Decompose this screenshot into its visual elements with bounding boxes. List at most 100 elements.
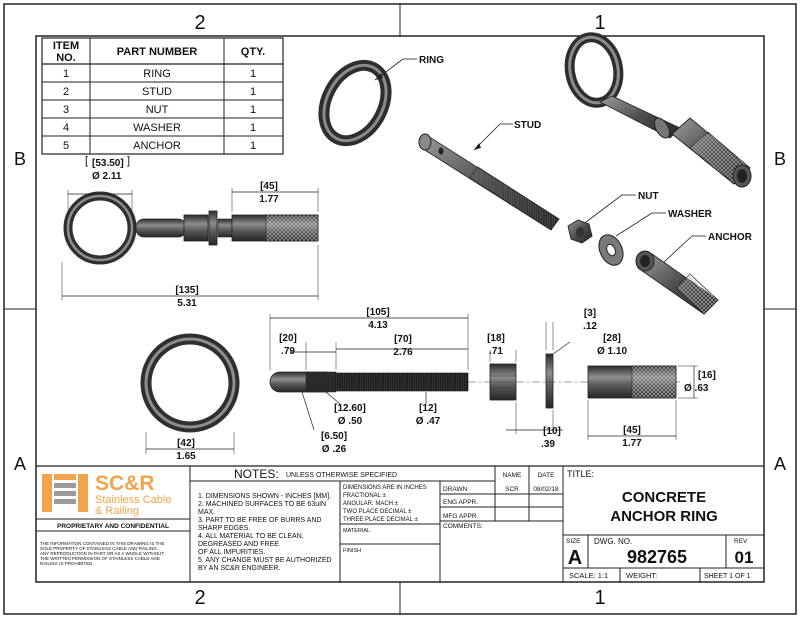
tol-line-1: DIMENSIONS ARE IN INCHES bbox=[343, 485, 427, 491]
notes-subtitle: UNLESS OTHERWISE SPECIFIED bbox=[286, 472, 397, 479]
note-line-8: OF ALL IMPURITIES. bbox=[198, 549, 265, 556]
assembled-iso-view bbox=[564, 32, 752, 188]
dim-anchor-mm: [45] bbox=[623, 425, 641, 436]
dim-nut-washer-gap: [10] .39 bbox=[506, 402, 563, 450]
disclaimer-line-2: SOLE PROPERTY OF STAINLESS CABLE AND RAI… bbox=[40, 546, 158, 551]
bom-row-1-part: RING bbox=[143, 68, 171, 80]
dim-overall-in: 5.31 bbox=[177, 298, 197, 309]
drawing-title-2: ANCHOR RING bbox=[610, 508, 718, 525]
callout-ring-label: RING bbox=[419, 55, 444, 66]
size-label: SIZE bbox=[566, 538, 581, 545]
title-block: SC&R Stainless Cable & Railing PROPRIETA… bbox=[36, 465, 764, 582]
note-line-1: 1. DIMENSIONS SHOWN - INCHES [MM]. bbox=[198, 493, 331, 500]
ring-front-view: [42] 1.65 bbox=[140, 333, 240, 462]
disclaimer-line-4: THE WRITTEN PERMISSION OF STAINLESS CABL… bbox=[40, 556, 161, 561]
drawn-date: 08/02/18 bbox=[533, 486, 559, 493]
dim-anchor-len-in: 1.77 bbox=[259, 194, 279, 205]
logo-tagline-2: & Railing bbox=[95, 505, 139, 517]
side-stud-head bbox=[135, 218, 187, 238]
eng-appr-label: ENG APPR. bbox=[443, 499, 478, 506]
zone-bottom-2: 2 bbox=[194, 587, 205, 609]
dim-gap-mm: [10] bbox=[543, 426, 561, 437]
logo-tagline-1: Stainless Cable bbox=[95, 494, 171, 506]
bom-row-4-qty: 1 bbox=[250, 122, 256, 134]
bom-row-4-part: WASHER bbox=[133, 122, 181, 134]
size-value: A bbox=[568, 547, 582, 569]
dim-bracket-open: [ bbox=[85, 155, 88, 167]
drawing-title-1: CONCRETE bbox=[622, 489, 706, 506]
callout-washer-label: WASHER bbox=[668, 209, 713, 220]
dwg-no-label: DWG. NO. bbox=[594, 537, 632, 546]
dim-ring-front-in: 1.65 bbox=[176, 451, 196, 462]
bom-row-3-item: 3 bbox=[63, 104, 69, 116]
dim-ring-od-in: Ø 2.11 bbox=[92, 171, 122, 182]
bom-row-3-part: NUT bbox=[146, 104, 169, 116]
dim-ring-front-mm: [42] bbox=[177, 438, 195, 449]
stud-side-view: [105] 4.13 [20] .79 [70] 2.76 [12.60] Ø … bbox=[269, 307, 469, 455]
washer-side-view: [3] .12 [28] Ø 1.10 bbox=[545, 308, 627, 409]
dim-washer-od-in: Ø 1.10 bbox=[597, 346, 627, 357]
disclaimer-line-3: ANY REPRODUCTION IN PART OR AS A WHOLE W… bbox=[40, 551, 164, 556]
bom-header-item-2: NO. bbox=[56, 52, 76, 64]
bom-row-2-qty: 1 bbox=[250, 86, 256, 98]
drawn-label: DRAWN bbox=[443, 486, 468, 493]
dim-thread-dia-in: Ø .47 bbox=[416, 416, 441, 427]
callout-anchor: ANCHOR bbox=[663, 232, 753, 263]
bom-header-item-1: ITEM bbox=[53, 40, 79, 52]
approvals-name-header: NAME bbox=[503, 472, 522, 479]
dwg-no-value: 982765 bbox=[627, 547, 687, 567]
bom-row-2-part: STUD bbox=[142, 86, 172, 98]
logo-name: SC&R bbox=[95, 472, 155, 495]
bom-header-part: PART NUMBER bbox=[117, 46, 198, 58]
zone-top-1: 1 bbox=[594, 12, 605, 34]
dim-gap-in: .39 bbox=[541, 439, 555, 450]
assembled-side-view: [53.50] [ ] Ø 2.11 [45] 1.77 [135] 5.31 bbox=[61, 155, 319, 309]
tol-line-2: FRACTIONAL ± bbox=[343, 493, 386, 499]
callout-ring: RING bbox=[374, 55, 444, 81]
zone-bottom-1: 1 bbox=[594, 587, 605, 609]
zone-top-2: 2 bbox=[194, 12, 205, 34]
weight-label: WEIGHT: bbox=[626, 571, 657, 580]
anchor-side-view: [45] 1.77 [16] Ø .63 bbox=[587, 365, 716, 449]
zone-right-B: B bbox=[774, 149, 786, 169]
note-line-2: 2. MACHINED SURFACES TO BE 63uIN bbox=[198, 501, 326, 508]
dim-anchor-in: 1.77 bbox=[622, 438, 642, 449]
dim-washer-od-mm: [28] bbox=[603, 333, 621, 344]
bom-row-5-item: 5 bbox=[63, 140, 69, 152]
bom-header-qty: QTY. bbox=[241, 46, 265, 58]
side-washer bbox=[208, 210, 218, 246]
approvals-date-header: DATE bbox=[538, 472, 556, 479]
callout-washer: WASHER bbox=[615, 209, 713, 237]
dim-anchor-len-mm: [45] bbox=[260, 181, 278, 192]
dim-hole-dia-mm: [6.50] bbox=[321, 431, 347, 442]
callout-stud: STUD bbox=[473, 120, 541, 151]
note-line-10: BY AN SC&R ENGINEER. bbox=[198, 565, 280, 572]
bom-row-2-item: 2 bbox=[63, 86, 69, 98]
dim-anchor-dia-mm: [16] bbox=[698, 370, 716, 381]
dim-thread-dia-mm: [12] bbox=[419, 403, 437, 414]
mfg-appr-label: MFG APPR. bbox=[443, 513, 479, 520]
sheet-label: SHEET 1 OF 1 bbox=[704, 573, 751, 580]
dim-thread-len-in: 2.76 bbox=[393, 347, 413, 358]
comments-label: COMMENTS: bbox=[443, 523, 483, 530]
bom-row-4-item: 4 bbox=[63, 122, 69, 134]
tol-line-5: THREE PLACE DECIMAL ± bbox=[343, 517, 418, 523]
dim-stud-head-mm: [20] bbox=[279, 333, 297, 344]
callout-nut: NUT bbox=[585, 191, 659, 223]
material-label: MATERIAL bbox=[343, 528, 370, 534]
dim-washer-thk-in: .12 bbox=[583, 321, 597, 332]
dim-hole-dia-in: Ø .26 bbox=[322, 444, 347, 455]
rev-value: 01 bbox=[735, 548, 754, 567]
exploded-stud bbox=[418, 133, 560, 231]
zone-right-A: A bbox=[774, 454, 786, 474]
scale-label: SCALE: 1:1 bbox=[569, 571, 608, 580]
callout-anchor-label: ANCHOR bbox=[708, 232, 753, 243]
company-logo bbox=[42, 474, 88, 512]
rev-label: REV bbox=[734, 538, 748, 545]
exploded-view: RING STUD NUT WASHER ANCHOR bbox=[318, 32, 753, 315]
dim-washer-thk-mm: [3] bbox=[584, 308, 596, 319]
tol-line-3: ANGULAR: MACH ± bbox=[343, 501, 399, 507]
dim-thread-len-mm: [70] bbox=[394, 334, 412, 345]
